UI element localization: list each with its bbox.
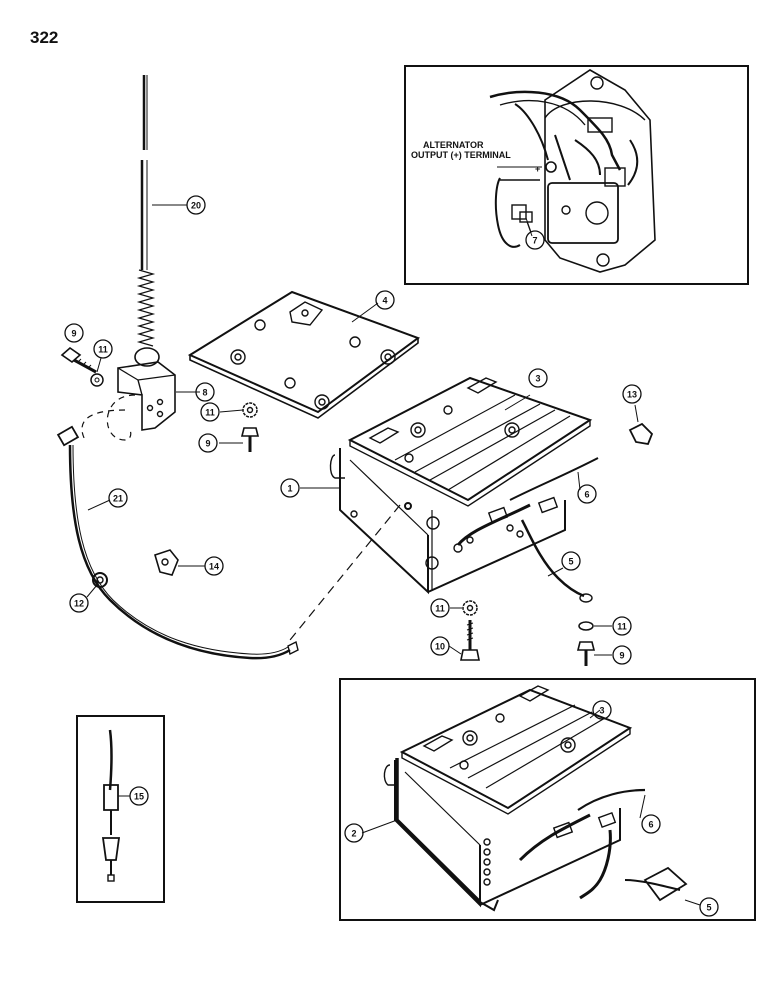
svg-text:14: 14: [209, 562, 219, 572]
washer-11-mid: [242, 402, 258, 418]
screw-9-lower: [576, 641, 596, 666]
clip-13: [628, 422, 654, 446]
page-number: 322: [30, 28, 59, 47]
antenna: [81, 75, 176, 441]
screw-9-mid: [240, 427, 260, 452]
svg-text:15: 15: [134, 792, 144, 802]
callout-11-lower: 11: [430, 598, 450, 618]
svg-text:2: 2: [351, 829, 356, 839]
svg-text:20: 20: [191, 201, 201, 211]
callout-9-lower: 9: [612, 645, 632, 665]
callout-21: 21: [108, 488, 128, 508]
screw-9-top: [60, 346, 97, 374]
mounting-plate: [187, 290, 421, 419]
callout-1: 1: [280, 478, 300, 498]
bolt-10: [460, 620, 480, 661]
svg-text:5: 5: [706, 903, 711, 913]
callout-10: 10: [430, 636, 450, 656]
svg-text:1: 1: [287, 484, 292, 494]
callout-7: 7: [525, 230, 545, 250]
callout-8: 8: [195, 382, 215, 402]
svg-text:8: 8: [202, 388, 207, 398]
callout-3-main: 3: [528, 368, 548, 388]
alternator-inset: ALTERNATOR OUTPUT (+) TERMINAL +: [404, 65, 749, 285]
svg-text:4: 4: [382, 296, 387, 306]
alt-radio-inset: [339, 678, 756, 921]
plus-sign: +: [535, 164, 540, 174]
svg-text:9: 9: [205, 439, 210, 449]
callout-11-top: 11: [93, 339, 113, 359]
callout-9-mid: 9: [198, 433, 218, 453]
svg-text:6: 6: [584, 490, 589, 500]
svg-text:9: 9: [619, 651, 624, 661]
callout-15: 15: [129, 786, 149, 806]
radio-unit: [329, 376, 599, 603]
clip-14: [154, 549, 179, 576]
svg-text:11: 11: [205, 408, 215, 418]
callout-4: 4: [375, 290, 395, 310]
callout-6-main: 6: [577, 484, 597, 504]
callout-2: 2: [344, 823, 364, 843]
grommet-12: [92, 572, 108, 588]
svg-text:11: 11: [98, 345, 108, 355]
callout-3-inset: 3: [592, 700, 612, 720]
svg-text:5: 5: [568, 557, 573, 567]
callout-5-main: 5: [561, 551, 581, 571]
washer-11-right: [578, 621, 594, 631]
svg-text:7: 7: [532, 236, 537, 246]
callout-5-inset: 5: [699, 897, 719, 917]
svg-text:11: 11: [435, 604, 445, 614]
svg-text:9: 9: [71, 329, 76, 339]
callouts: 20 4 9 11 8 11 9 3 13 1 6 21 5 14 12 11 …: [64, 195, 719, 917]
svg-text:13: 13: [627, 390, 637, 400]
washer-11-lower: [462, 600, 478, 616]
svg-text:3: 3: [535, 374, 540, 384]
callout-11-mid: 11: [200, 402, 220, 422]
svg-text:3: 3: [599, 706, 604, 716]
callout-12: 12: [69, 593, 89, 613]
callout-13: 13: [622, 384, 642, 404]
callout-6-inset: 6: [641, 814, 661, 834]
svg-text:6: 6: [648, 820, 653, 830]
alternator-label-line2: OUTPUT (+) TERMINAL: [411, 150, 511, 160]
callout-14: 14: [204, 556, 224, 576]
alternator-label-line1: ALTERNATOR: [423, 140, 484, 150]
callout-20: 20: [186, 195, 206, 215]
antenna-cable: [56, 425, 299, 660]
washer-11-top: [90, 373, 104, 387]
suppressor-inset: [76, 715, 165, 903]
callout-9-top: 9: [64, 323, 84, 343]
callout-11-right: 11: [612, 616, 632, 636]
svg-text:11: 11: [617, 622, 627, 632]
svg-text:21: 21: [113, 494, 123, 504]
svg-text:12: 12: [74, 599, 84, 609]
svg-text:10: 10: [435, 642, 445, 652]
